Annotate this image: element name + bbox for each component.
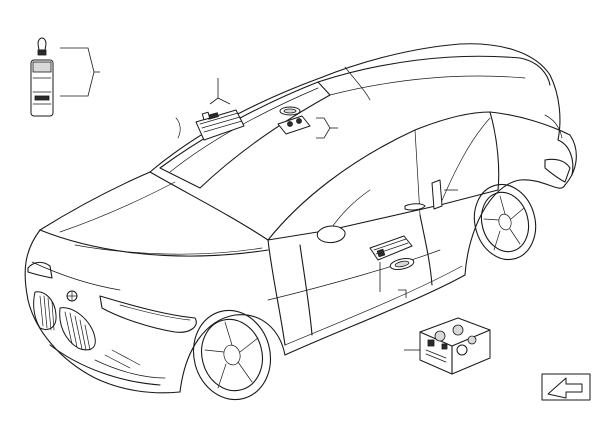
- bulb-icon: [37, 37, 47, 56]
- part-control-module: [404, 317, 491, 375]
- part-bulb-group: [30, 37, 100, 117]
- lamp-unit: [30, 59, 54, 117]
- interior-light-unit: [195, 109, 245, 141]
- part-door-light: [369, 235, 415, 298]
- front-wheel: [192, 309, 272, 401]
- part-roof-light: [277, 106, 338, 139]
- rear-wheel: [473, 183, 537, 261]
- part-pillar-light: [431, 179, 458, 210]
- part-interior-light: [175, 78, 245, 141]
- arrow-next-icon[interactable]: [541, 373, 591, 401]
- car-body: [24, 43, 577, 401]
